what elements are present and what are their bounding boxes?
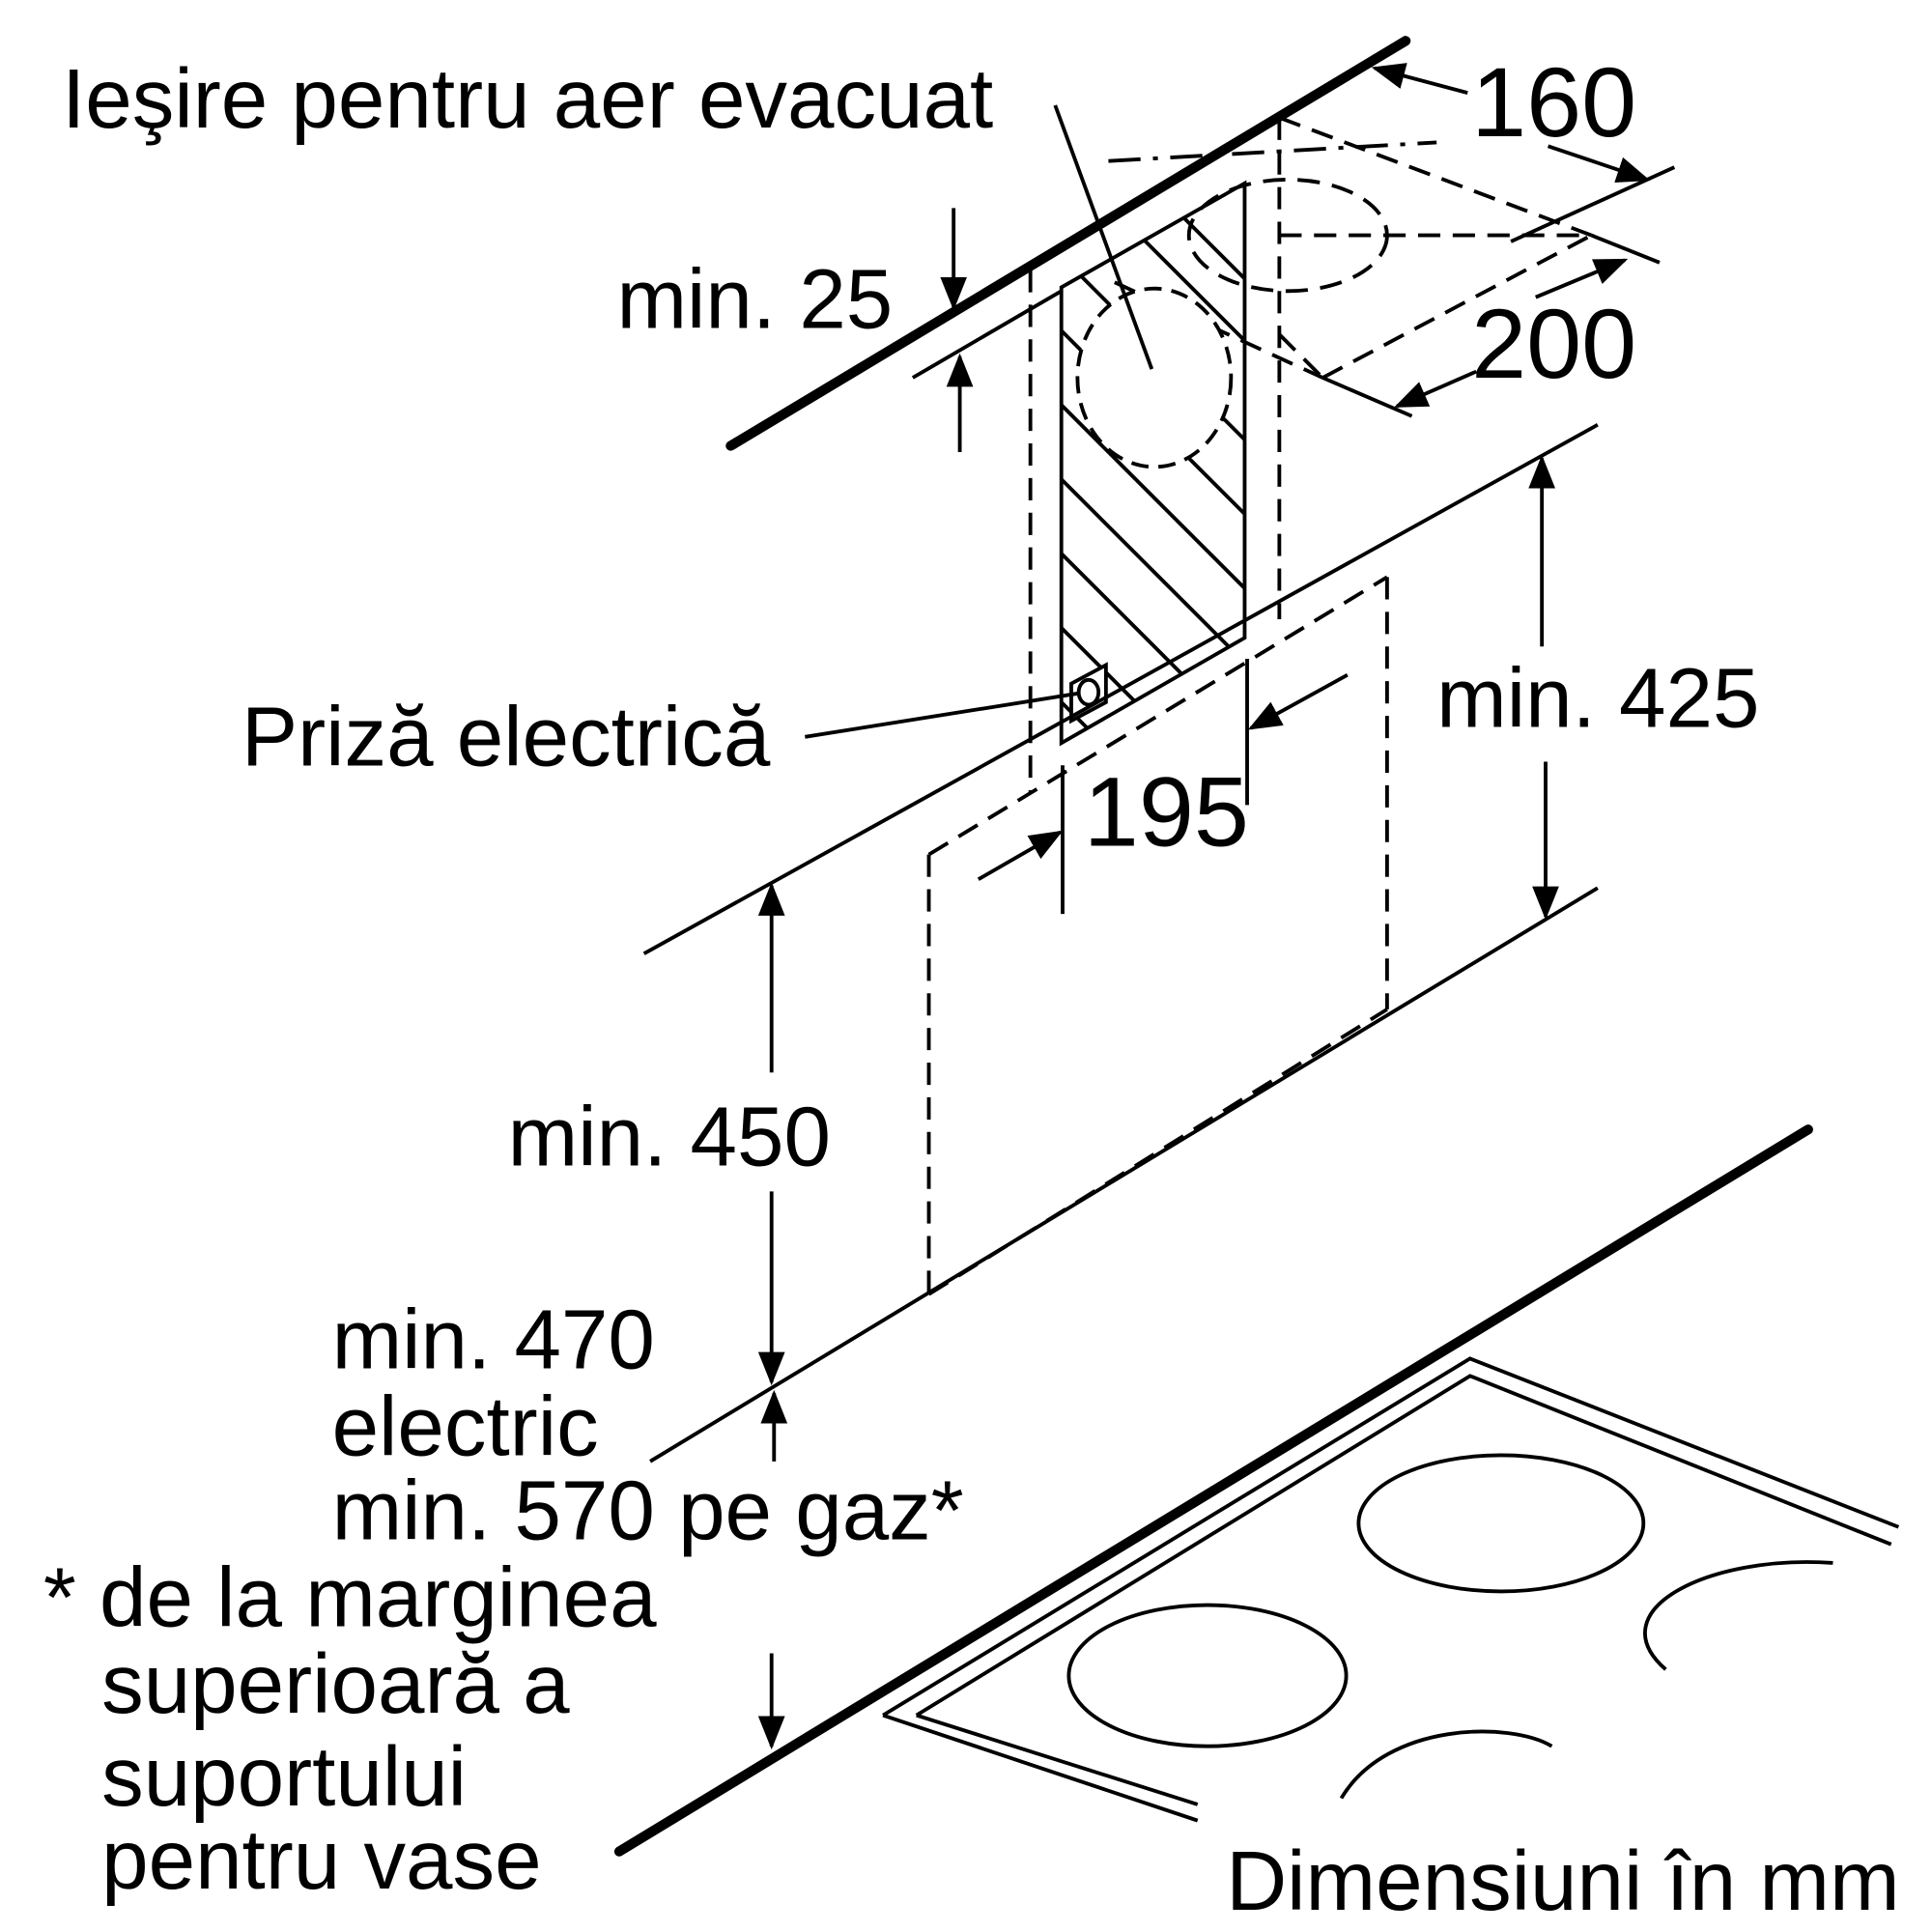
socket-leader-line (805, 692, 1078, 739)
dim-min470-label: min. 470 (332, 1293, 655, 1387)
exhaust-outlet-label: Ieşire pentru aer evacuat (62, 52, 993, 146)
dim-200-label: 200 (1471, 288, 1636, 399)
footnote-label: suportului (101, 1730, 467, 1824)
dim-min470-label: electric (332, 1379, 599, 1473)
dim-min425-label: min. 425 (1436, 652, 1759, 746)
exhaust-leader-line (1053, 104, 1154, 370)
dim-160-arrow (1547, 144, 1651, 184)
electrical-socket-icon (1069, 662, 1108, 724)
hob-edge-line (613, 1124, 1813, 1857)
dim-195-arrow (977, 830, 1064, 881)
dim-200-extension (1321, 376, 1413, 418)
dim-min25-label: min. 25 (616, 253, 893, 347)
chimney-duct-outline (1028, 115, 1593, 793)
dim-160-extension (1510, 165, 1676, 243)
exhaust-opening (1075, 286, 1234, 469)
dim-160-arrow (1371, 63, 1468, 96)
dim-min450-label: min. 450 (508, 1090, 831, 1183)
dim-195-label: 195 (1084, 756, 1249, 867)
units-label: Dimensiuni în mm (1226, 1834, 1899, 1928)
socket-label: Priză electrică (242, 690, 771, 783)
hob-burner (1356, 1453, 1646, 1594)
hob-burner (1066, 1603, 1349, 1748)
hob-surface (882, 1356, 1900, 1823)
dim-min470-label: min. 570 pe gaz* (332, 1464, 964, 1558)
hood-body-outline (926, 575, 1389, 1296)
footnote-label: pentru vase (101, 1813, 541, 1907)
footnote-label: superioară a (101, 1637, 570, 1731)
dim-200-arrow (1535, 258, 1629, 299)
dim-200-arrow (1393, 369, 1477, 409)
dim-160-label: 160 (1471, 46, 1636, 157)
ceiling-line (725, 36, 1411, 451)
dim-195-arrow (1247, 673, 1349, 730)
dim-160-extension (1590, 233, 1661, 265)
footnote-label: * de la marginea (43, 1550, 657, 1644)
dim-min25-extension (911, 289, 1063, 380)
hob-burner (1643, 1560, 1833, 1671)
upper-wall-line (642, 423, 1599, 955)
hob-burner (1339, 1729, 1553, 1800)
